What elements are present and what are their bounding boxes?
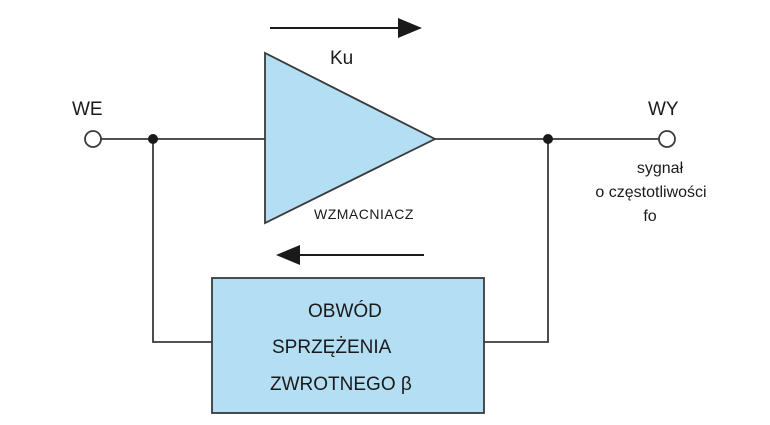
feedback-line1: OBWÓD <box>308 300 382 322</box>
gain-label: Ku <box>330 48 353 69</box>
output-note-line2: o częstotliwości <box>595 184 706 201</box>
output-label: WY <box>648 99 679 120</box>
feedback-line3: ZWROTNEGO β <box>270 374 412 395</box>
amplifier-label: WZMACNIACZ <box>314 206 414 222</box>
output-signal-note: sygnał o częstotliwości fo <box>595 160 706 225</box>
amplifier-triangle <box>264 51 438 225</box>
output-junction-dot <box>543 134 553 144</box>
input-terminal <box>84 130 102 148</box>
output-note-line3: fo <box>643 208 656 225</box>
feedback-signal-arrow <box>276 245 424 265</box>
forward-signal-arrow <box>270 18 422 38</box>
output-terminal <box>658 130 676 148</box>
output-note-line1: sygnał <box>637 160 684 177</box>
feedback-tap-wire <box>484 139 549 343</box>
input-junction-dot <box>148 134 158 144</box>
feedback-return-wire <box>152 139 212 343</box>
feedback-line2: SPRZĘŻENIA <box>272 337 392 358</box>
input-label: WE <box>72 99 103 120</box>
feedback-block <box>211 277 485 414</box>
